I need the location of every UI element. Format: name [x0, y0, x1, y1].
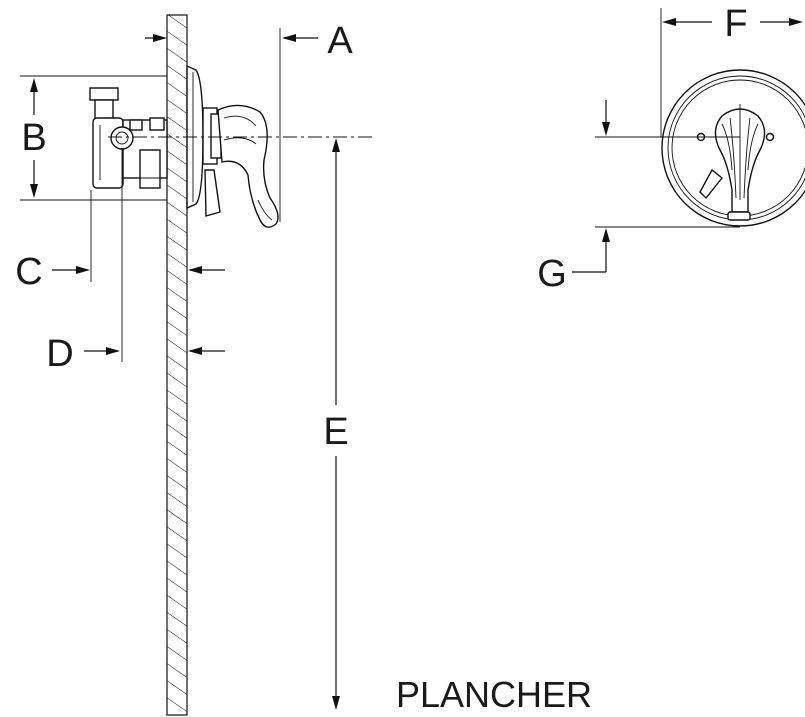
- front-view: F G: [537, 3, 805, 295]
- lever-handle-profile: [204, 104, 279, 228]
- side-view: B A C D: [15, 14, 592, 716]
- valve-body: [89, 87, 168, 189]
- dimension-a-label: A: [327, 20, 353, 62]
- dimension-f-label: F: [724, 3, 747, 45]
- dimension-f: F: [660, 3, 803, 137]
- dimension-b-label: B: [21, 117, 46, 159]
- dimension-a: A: [145, 20, 353, 222]
- dimension-e-label: E: [323, 411, 348, 453]
- screw-right: [765, 132, 775, 142]
- dimension-c: C: [15, 190, 225, 293]
- dimension-g-label: G: [537, 253, 567, 295]
- dimension-c-label: C: [15, 251, 42, 293]
- dimension-d: D: [46, 148, 225, 375]
- wall-section: [166, 14, 188, 716]
- dimension-b: B: [20, 75, 167, 201]
- dimension-g: G: [537, 100, 610, 295]
- dimension-d-label: D: [46, 333, 73, 375]
- lever-handle-front: [699, 104, 766, 221]
- floor-label: PLANCHER: [396, 674, 592, 715]
- dimension-e: E: [323, 138, 349, 710]
